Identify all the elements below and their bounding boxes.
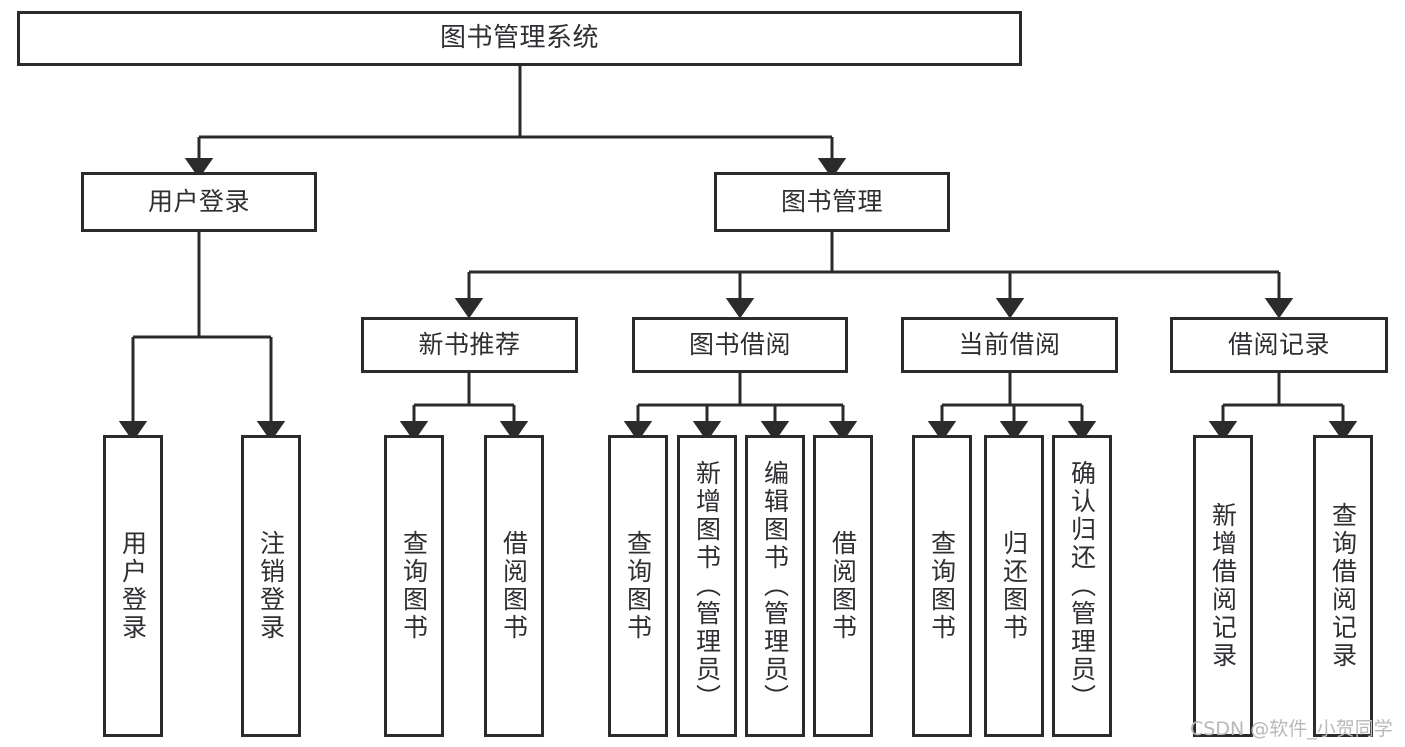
csdn-watermark: CSDN @软件_小贺同学 <box>1190 718 1393 740</box>
node-label: 新增借阅记录 <box>1208 502 1238 670</box>
leaf-add-book-admin[interactable]: 新增图书（管理员） <box>677 435 737 737</box>
node-label: 用户登录 <box>118 530 148 642</box>
node-label: 查询图书 <box>927 530 957 642</box>
node-label: 查询图书 <box>623 530 653 642</box>
leaf-return-book[interactable]: 归还图书 <box>984 435 1044 737</box>
node-label: 查询图书 <box>399 530 429 642</box>
node-book-manage[interactable]: 图书管理 <box>714 172 950 232</box>
node-label: 图书借阅 <box>688 330 791 359</box>
leaf-confirm-return-admin[interactable]: 确认归还（管理员） <box>1052 435 1112 737</box>
node-root-system[interactable]: 图书管理系统 <box>17 11 1022 66</box>
node-label: 用户登录 <box>147 187 250 216</box>
node-label: 确认归还（管理员） <box>1067 460 1097 712</box>
node-current-borrow[interactable]: 当前借阅 <box>901 317 1118 373</box>
leaf-logout-login[interactable]: 注销登录 <box>241 435 301 737</box>
leaf-query-book-borrow[interactable]: 查询图书 <box>608 435 668 737</box>
leaf-borrow-book-recommend[interactable]: 借阅图书 <box>484 435 544 737</box>
leaf-user-login[interactable]: 用户登录 <box>103 435 163 737</box>
node-label: 借阅记录 <box>1227 330 1330 359</box>
node-label: 查询借阅记录 <box>1328 502 1358 670</box>
node-label: 编辑图书（管理员） <box>760 460 790 712</box>
leaf-query-borrow-record[interactable]: 查询借阅记录 <box>1313 435 1373 737</box>
node-label: 借阅图书 <box>828 530 858 642</box>
node-label: 注销登录 <box>256 530 286 642</box>
node-book-borrow[interactable]: 图书借阅 <box>632 317 848 373</box>
node-user-login[interactable]: 用户登录 <box>81 172 317 232</box>
node-new-book-recommend[interactable]: 新书推荐 <box>361 317 578 373</box>
node-label: 当前借阅 <box>958 330 1061 359</box>
node-label: 图书管理 <box>780 187 883 216</box>
node-label: 借阅图书 <box>499 530 529 642</box>
leaf-query-book-current[interactable]: 查询图书 <box>912 435 972 737</box>
leaf-borrow-book[interactable]: 借阅图书 <box>813 435 873 737</box>
node-label: 归还图书 <box>999 530 1029 642</box>
node-label: 新增图书（管理员） <box>692 460 722 712</box>
node-borrow-record[interactable]: 借阅记录 <box>1170 317 1388 373</box>
node-label: 图书管理系统 <box>439 22 599 53</box>
node-label: 新书推荐 <box>418 330 521 359</box>
leaf-add-borrow-record[interactable]: 新增借阅记录 <box>1193 435 1253 737</box>
leaf-edit-book-admin[interactable]: 编辑图书（管理员） <box>745 435 805 737</box>
leaf-query-book-recommend[interactable]: 查询图书 <box>384 435 444 737</box>
